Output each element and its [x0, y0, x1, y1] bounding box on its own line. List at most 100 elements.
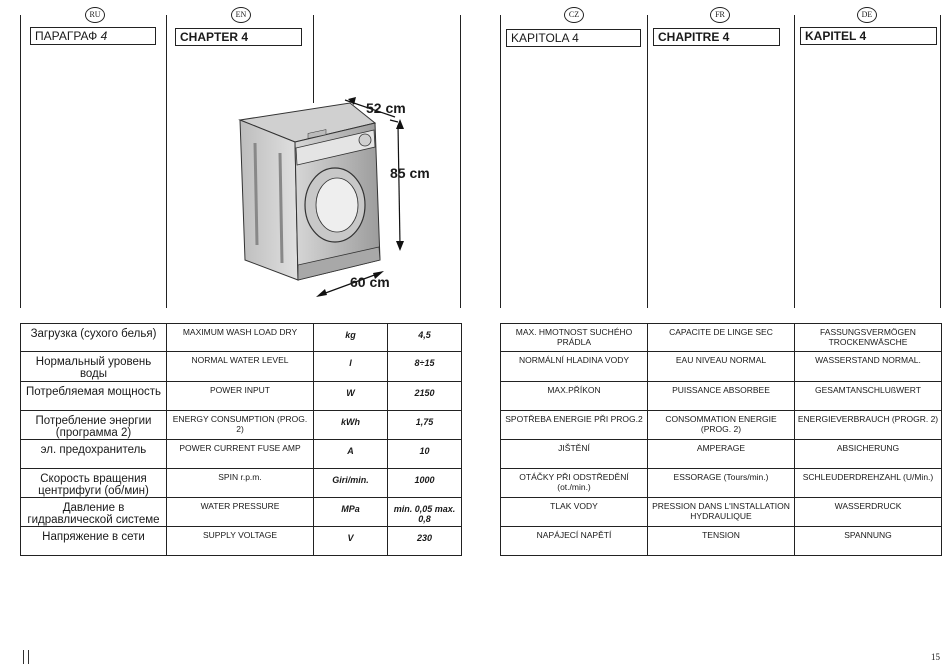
column-divider	[940, 15, 941, 308]
spec-label-de: SPANNUNG	[794, 526, 942, 556]
spec-value: 1,75	[387, 410, 462, 440]
spec-unit: kWh	[313, 410, 388, 440]
spec-label-fr: CONSOMMATION ENERGIE (PROG. 2)	[647, 410, 795, 440]
chapter-heading-ru: ПАРАГРАФ 4	[30, 27, 156, 45]
spec-label-de: SCHLEUDERDREHZAHL (U/Min.)	[794, 468, 942, 498]
spec-label-en: NORMAL WATER LEVEL	[166, 351, 314, 382]
spec-label-ru: Потребляемая мощность	[20, 381, 167, 411]
spec-label-fr: PUISSANCE ABSORBEE	[647, 381, 795, 411]
chapter-heading-en: CHAPTER 4	[175, 28, 302, 46]
spec-unit: l	[313, 351, 388, 382]
chapter-label-ru: ПАРАГРАФ	[35, 29, 98, 43]
spec-label-cz: SPOTŘEBA ENERGIE PŘI PROG.2	[500, 410, 648, 440]
spec-label-ru: Скорость вращения центрифуги (об/мин)	[20, 468, 167, 498]
dimension-depth: 60 cm	[350, 274, 390, 290]
spec-value: 2150	[387, 381, 462, 411]
dimension-height: 85 cm	[390, 165, 430, 181]
table-row: Загрузка (сухого белья)MAXIMUM WASH LOAD…	[20, 323, 462, 352]
spec-label-fr: CAPACITE DE LINGE SEC	[647, 323, 795, 352]
spec-label-ru: Потребление энергии (программа 2)	[20, 410, 167, 440]
spec-value: 1000	[387, 468, 462, 498]
chapter-number-ru: 4	[100, 29, 108, 43]
column-divider	[313, 15, 314, 103]
spec-unit: kg	[313, 323, 388, 352]
spec-unit: Giri/min.	[313, 468, 388, 498]
spec-label-de: FASSUNGSVERMÖGEN TROCKENWÄSCHE	[794, 323, 942, 352]
column-divider	[794, 15, 795, 308]
chapter-heading-cz: KAPITOLA 4	[506, 29, 641, 47]
spec-value: 4,5	[387, 323, 462, 352]
spec-unit: A	[313, 439, 388, 469]
spec-label-cz: TLAK VODY	[500, 497, 648, 527]
language-flag-ru: RU	[85, 7, 105, 23]
spec-label-fr: EAU NIVEAU NORMAL	[647, 351, 795, 382]
spec-label-cz: JIŠTĚNÍ	[500, 439, 648, 469]
spec-label-en: POWER CURRENT FUSE AMP	[166, 439, 314, 469]
spec-label-ru: Загрузка (сухого белья)	[20, 323, 167, 352]
spec-label-cz: MAX.PŘÍKON	[500, 381, 648, 411]
spec-label-ru: эл. предохранитель	[20, 439, 167, 469]
language-flag-cz: CZ	[564, 7, 584, 23]
spec-table-left: Загрузка (сухого белья)MAXIMUM WASH LOAD…	[20, 323, 462, 556]
language-flag-de: DE	[857, 7, 877, 23]
column-divider	[647, 15, 648, 308]
spec-label-de: WASSERSTAND NORMAL.	[794, 351, 942, 382]
page-number: 15	[931, 652, 940, 662]
column-divider	[500, 15, 501, 308]
column-divider	[166, 15, 167, 308]
spec-label-fr: PRESSION DANS L'INSTALLATION HYDRAULIQUE	[647, 497, 795, 527]
spec-value: 230	[387, 526, 462, 556]
table-row: OTÁČKY PŘI ODSTŘEDĚNÍ (ot./min.)ESSORAGE…	[500, 468, 942, 498]
table-row: Скорость вращения центрифуги (об/мин)SPI…	[20, 468, 462, 498]
chapter-heading-de: KAPITEL 4	[800, 27, 937, 45]
spec-label-cz: OTÁČKY PŘI ODSTŘEDĚNÍ (ot./min.)	[500, 468, 648, 498]
spec-label-en: MAXIMUM WASH LOAD DRY	[166, 323, 314, 352]
spec-unit: MPa	[313, 497, 388, 527]
chapter-heading-fr: CHAPITRE 4	[653, 28, 780, 46]
spec-label-cz: NORMÁLNÍ HLADINA VODY	[500, 351, 648, 382]
spec-value: min. 0,05 max. 0,8	[387, 497, 462, 527]
spec-label-en: POWER INPUT	[166, 381, 314, 411]
spec-label-de: GESAMTANSCHLUßWERT	[794, 381, 942, 411]
spec-value: 8÷15	[387, 351, 462, 382]
spec-label-ru: Напряжение в сети	[20, 526, 167, 556]
spec-label-de: WASSERDRUCK	[794, 497, 942, 527]
spec-label-de: ENERGIEVERBRAUCH (PROGR. 2)	[794, 410, 942, 440]
spec-label-de: ABSICHERUNG	[794, 439, 942, 469]
spec-label-en: ENERGY CONSUMPTION (PROG. 2)	[166, 410, 314, 440]
spec-label-ru: Нормальный уровень воды	[20, 351, 167, 382]
spec-label-en: WATER PRESSURE	[166, 497, 314, 527]
spec-label-cz: MAX. HMOTNOST SUCHÉHO PRÁDLA	[500, 323, 648, 352]
spec-unit: V	[313, 526, 388, 556]
spec-value: 10	[387, 439, 462, 469]
binding-mark	[23, 650, 29, 664]
table-row: Потребление энергии (программа 2)ENERGY …	[20, 410, 462, 440]
spec-label-fr: AMPERAGE	[647, 439, 795, 469]
spec-label-en: SUPPLY VOLTAGE	[166, 526, 314, 556]
spec-label-fr: TENSION	[647, 526, 795, 556]
spec-label-en: SPIN r.p.m.	[166, 468, 314, 498]
language-flag-fr: FR	[710, 7, 730, 23]
column-divider	[20, 15, 21, 308]
dimension-width: 52 cm	[366, 100, 406, 116]
spec-label-fr: ESSORAGE (Tours/min.)	[647, 468, 795, 498]
spec-label-cz: NAPÁJECÍ NAPĚTÍ	[500, 526, 648, 556]
spec-unit: W	[313, 381, 388, 411]
language-flag-en: EN	[231, 7, 251, 23]
spec-label-ru: Давление в гидравлической системе	[20, 497, 167, 527]
column-divider	[460, 15, 461, 308]
washing-machine-illustration	[238, 97, 404, 297]
